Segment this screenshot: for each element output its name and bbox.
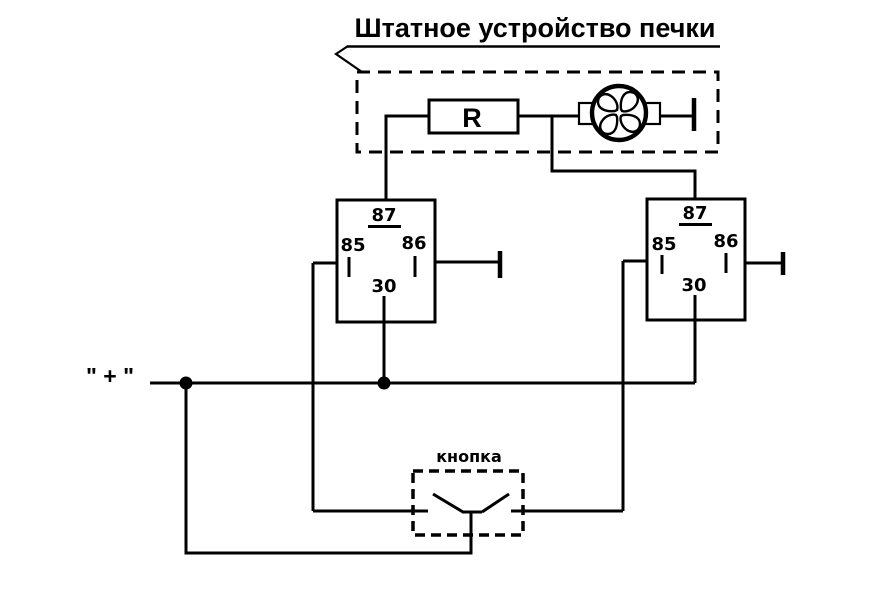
wire-resistor-to-relay1-87: [384, 114, 429, 200]
button-dashed-box: [411, 469, 525, 537]
switch-right-blade: [481, 492, 510, 514]
title-leader-line: [334, 45, 363, 73]
relay-2-pin-87-label: 87: [682, 203, 707, 224]
resistor-label: R: [462, 103, 482, 133]
junction-dot-relay1-30: [377, 376, 391, 390]
fan-blower-icon: [577, 83, 662, 143]
diagram-title: Штатное устройство печки: [355, 13, 716, 43]
button-label: кнопка: [436, 447, 502, 466]
wire-fan-branch-to-relay2-87: [550, 116, 697, 199]
switch-left-blade: [432, 492, 464, 514]
resistor-box: [427, 98, 520, 135]
relay-2-pin-30-label: 30: [681, 275, 706, 296]
relay-2-pin-85-label: 85: [651, 234, 676, 255]
fan-rotor-blades: [596, 90, 642, 136]
relay-1-pin-86-label: 86: [401, 233, 426, 254]
fan-housing-circle: [589, 83, 649, 143]
wire-plus-to-button-common: [184, 383, 473, 555]
relay-1-pin-85-label: 85: [340, 235, 365, 256]
plus-supply-label: " + ": [86, 363, 134, 389]
heater-unit-dashed-box: [355, 70, 720, 154]
relay-2-pin-86-label: 86: [713, 231, 738, 252]
relay-1-box: [335, 198, 437, 324]
relay-1: 87 85 86 30: [335, 198, 437, 324]
relay-1-pin-87-label: 87: [371, 205, 396, 226]
relay-1-pin-30-label: 30: [371, 276, 396, 297]
switch-symbol: [313, 492, 623, 514]
